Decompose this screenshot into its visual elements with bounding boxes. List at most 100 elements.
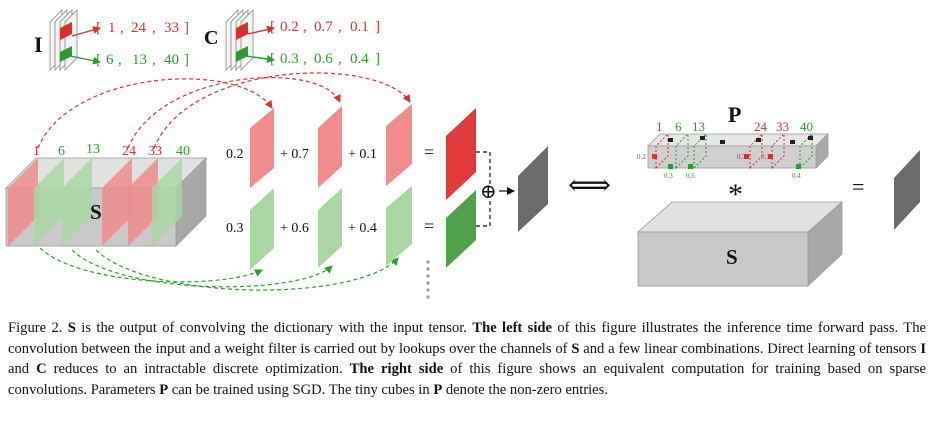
- tiny-cube: [756, 138, 761, 142]
- p-label: P: [728, 102, 741, 127]
- caption-text: and: [8, 361, 37, 377]
- tiny-cube: [700, 136, 705, 140]
- block-front-face: [637, 231, 809, 287]
- green-term: + 0.4: [348, 221, 377, 236]
- p-channel-labels: 1 6 13 24 33 40: [656, 119, 813, 134]
- channel-label: 40: [800, 119, 813, 134]
- left-channel-labels: 1 6 13 24 33 40: [33, 142, 190, 159]
- channel-slice-red: [102, 158, 132, 246]
- red-lookup-arcs: [37, 72, 411, 149]
- caption-symbol: I: [920, 340, 926, 357]
- caption-emphasis: The left side: [472, 320, 552, 336]
- red-panel: [250, 108, 274, 188]
- tiny-weight: 0.6: [686, 172, 695, 180]
- caption-text: and a few linear combinations. Direct le…: [579, 340, 921, 357]
- p-tensor: P 1 6 13 24 33 40 0.2 0: [637, 102, 829, 180]
- index-value: 1: [108, 20, 116, 36]
- green-term: + 0.6: [280, 221, 309, 236]
- caption-symbol: C: [36, 361, 47, 377]
- green-panel: [386, 186, 412, 266]
- tensor-c-label: C: [204, 27, 218, 49]
- tiny-weight: 0.7: [737, 153, 746, 161]
- tiny-cube-green: [688, 164, 693, 169]
- red-panel: [386, 104, 412, 186]
- channel-slice-red: [8, 158, 38, 246]
- p-top-face: [647, 133, 829, 147]
- green-result-panel: [446, 190, 476, 268]
- bracket-open: [: [96, 20, 101, 36]
- bracket-close: ]: [184, 52, 189, 68]
- green-panel: [250, 188, 274, 270]
- tensor-i-group: I [ 1 , 24 , 33 ] [ 6 , 13 , 40 ]: [34, 9, 189, 71]
- green-terms: 0.3 + 0.6 + 0.4 =: [226, 216, 434, 236]
- weight-value: 0.4: [350, 51, 369, 67]
- green-panels: [250, 186, 476, 270]
- caption-text: can be trained using SGD. The tiny cubes…: [168, 381, 434, 398]
- sum-icon: ⊕: [480, 181, 497, 203]
- channel-slice-red: [128, 158, 158, 246]
- tiny-cube-green: [668, 164, 673, 169]
- right-block-label: S: [726, 245, 738, 269]
- bracket-close: ]: [375, 51, 380, 67]
- figure-caption: Figure 2. S is the output of convolving …: [8, 318, 926, 400]
- bracket-open: [: [96, 52, 101, 68]
- tiny-cube: [668, 138, 673, 142]
- figure-2-diagram: I [ 1 , 24 , 33 ] [ 6 , 13 , 40 ]: [5, 9, 920, 299]
- channel-label: 13: [692, 119, 705, 134]
- bracket-close: ]: [375, 19, 380, 35]
- comma: ,: [120, 20, 124, 36]
- tiny-weight: 0.3: [664, 172, 673, 180]
- channel-label: 33: [148, 144, 162, 159]
- comma: ,: [338, 51, 342, 67]
- red-term: + 0.1: [348, 147, 377, 162]
- equivalence-icon: ⟺: [568, 169, 611, 202]
- bracket-open: [: [270, 19, 275, 35]
- bracket-close: ]: [184, 20, 189, 36]
- bracket-open: [: [270, 51, 275, 67]
- tiny-cube-green: [796, 164, 801, 169]
- green-equals: =: [424, 216, 434, 236]
- weight-value: 0.2: [280, 19, 299, 35]
- index-value: 33: [164, 20, 179, 36]
- p-tiny-cubes: [652, 136, 813, 169]
- tensor-i-red-lookup: [ 1 , 24 , 33 ]: [96, 20, 189, 36]
- tiny-cube-red: [744, 154, 749, 159]
- caption-symbol: P: [433, 381, 443, 398]
- tiny-cube: [808, 136, 813, 140]
- output-panel-right: [894, 150, 920, 230]
- index-value: 13: [132, 52, 147, 68]
- comma: ,: [303, 19, 307, 35]
- caption-text: denote the non-zero entries.: [442, 381, 608, 398]
- tensor-c-stack-icon: [225, 9, 254, 71]
- channel-label: 6: [58, 144, 65, 159]
- comma: ,: [338, 19, 342, 35]
- caption-label: Figure 2.: [8, 320, 63, 336]
- right-equals: =: [852, 174, 864, 199]
- channel-slice-green: [62, 158, 92, 246]
- comma: ,: [152, 20, 156, 36]
- red-terms: 0.2 + 0.7 + 0.1 =: [226, 142, 434, 162]
- channel-label: 6: [675, 119, 682, 134]
- channel-label: 1: [33, 144, 40, 159]
- index-value: 40: [164, 52, 179, 68]
- block-top-face: [636, 201, 844, 233]
- caption-text: of this figure illustrates the inference…: [8, 320, 926, 357]
- tiny-cube: [720, 140, 725, 144]
- green-panel: [318, 188, 342, 268]
- red-term: 0.2: [226, 147, 244, 162]
- tiny-weight: 0.4: [792, 172, 801, 180]
- output-panel-left: [518, 146, 548, 232]
- comma: ,: [152, 52, 156, 68]
- continuation-dots: [426, 260, 430, 299]
- tiny-cube: [790, 140, 795, 144]
- caption-symbol: P: [159, 381, 169, 398]
- left-block-label: S: [90, 200, 102, 224]
- red-equals: =: [424, 142, 434, 162]
- green-lookup-arcs: [39, 247, 399, 291]
- channel-label: 33: [776, 119, 789, 134]
- comma: ,: [303, 51, 307, 67]
- red-panel: [318, 106, 342, 188]
- red-term: + 0.7: [280, 147, 309, 162]
- red-panels: [250, 104, 476, 200]
- tensor-c-group: C [ 0.2 , 0.7 , 0.1 ] [ 0.3 , 0.6 , 0.4 …: [204, 9, 380, 71]
